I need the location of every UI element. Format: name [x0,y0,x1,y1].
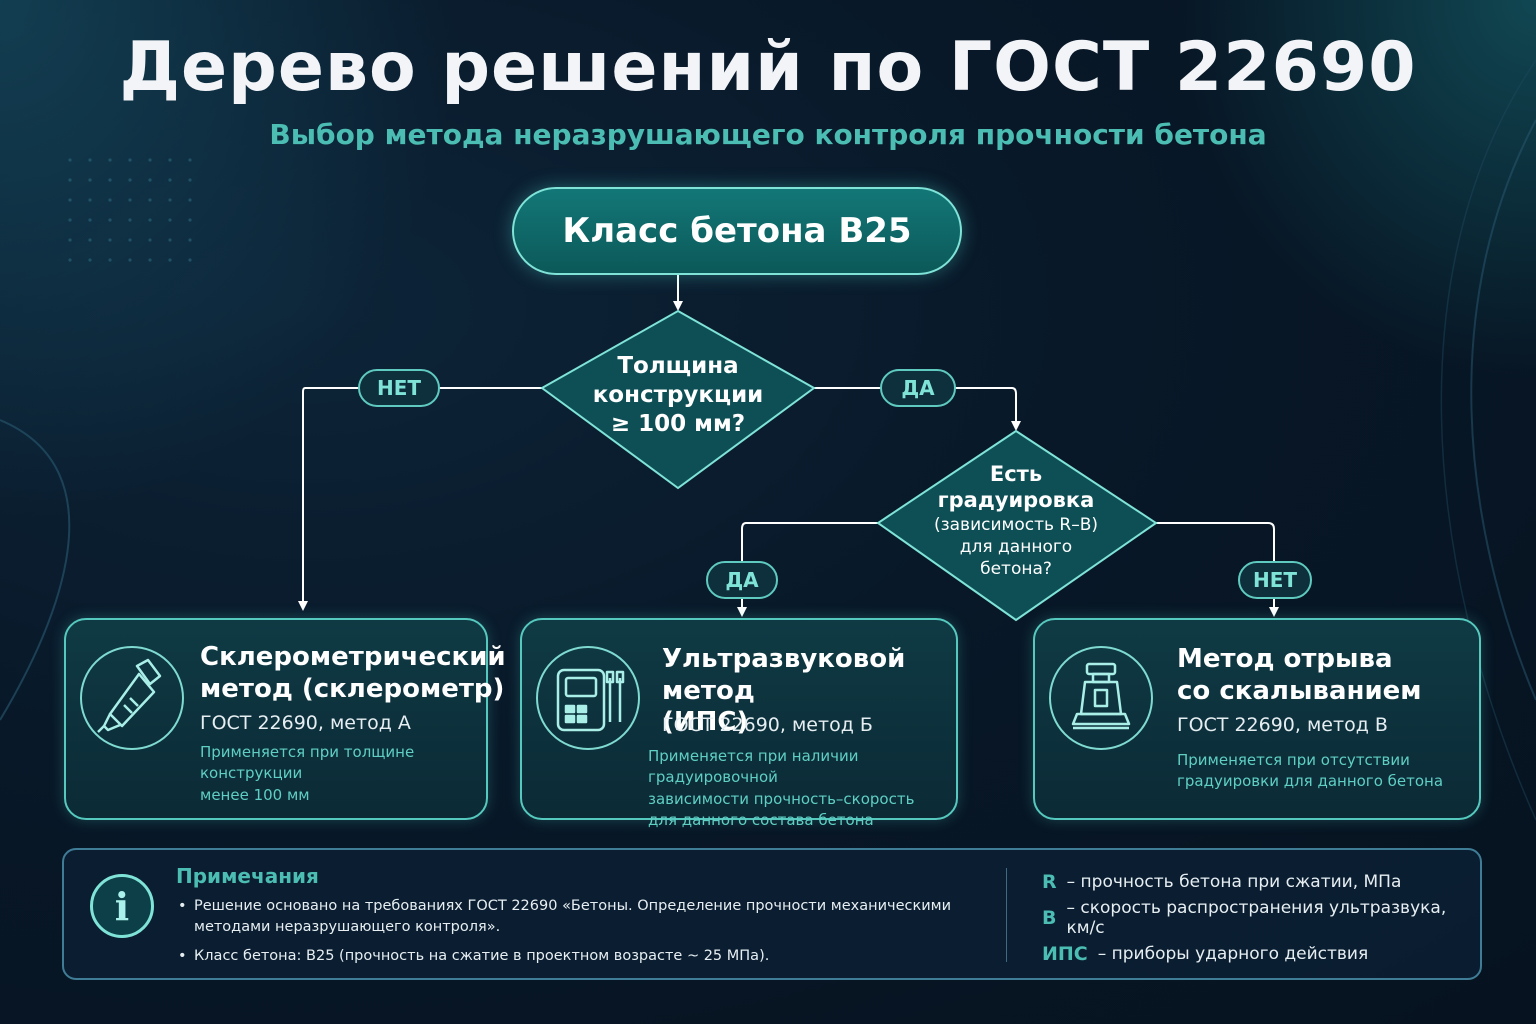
method-description-line: зависимости прочность–скорость [648,789,915,808]
ultrasonic-device-icon [536,646,640,750]
method-description: Применяется при наличии градуировочной з… [648,746,956,831]
legend-row: ИПС – приборы ударного действия [1042,936,1462,972]
notes-divider [1006,868,1007,962]
decision2-small-line: (зависимость R–В) [933,514,1099,535]
method-title-line: Склерометрический [200,642,506,672]
method-card-pull-off: Метод отрыва со скалыванием ГОСТ 22690, … [1033,618,1481,820]
legend-text: – приборы ударного действия [1097,944,1369,964]
connector-decision1-yes [814,387,1021,431]
method-title-line: (ИПС) [662,707,749,738]
decision1-line: конструкции [592,381,764,408]
legend: R – прочность бетона при сжатии, МПа В –… [1042,864,1462,972]
notes-list: Решение основано на требованиях ГОСТ 226… [178,896,978,975]
page-title: Дерево решений по ГОСТ 22690 [119,28,1417,107]
decision2-small-line: для данного [959,536,1073,557]
method-description-line: градуировки для данного бетона [1177,772,1444,791]
decision2-text: Есть градуировка (зависимость R–В) для д… [916,461,1116,580]
connector-decision2-yes [737,522,878,617]
legend-text: – скорость распространения ультразвука, … [1066,898,1447,938]
decision1-text: Толщина конструкции ≥ 100 мм? [578,352,778,438]
notes-heading: Примечания [176,864,319,888]
decision2-no-label: НЕТ [1238,561,1312,599]
legend-row: В – скорость распространения ультразвука… [1042,898,1462,938]
method-title-line: метод (склерометр) [200,673,505,704]
method-title: Метод отрыва со скалыванием [1177,644,1422,707]
method-title-line: со скалыванием [1177,675,1422,706]
decision1-diamond [540,309,816,490]
method-title: Склерометрический метод (склерометр) [200,642,506,705]
sclerometer-icon [80,646,184,750]
decision2-small-line: бетона? [980,558,1052,579]
method-card-sclerometer: Склерометрический метод (склерометр) ГОС… [64,618,506,820]
page-subtitle: Выбор метода неразрушающего контроля про… [269,118,1267,151]
connector-decision2-no [1156,522,1279,617]
note-item: Класс бетона: B25 (прочность на сжатие в… [178,946,978,967]
decision1-line: Толщина [617,353,739,379]
method-title-line: Метод отрыва [1177,644,1393,674]
legend-key: R [1042,871,1057,893]
start-node: Класс бетона B25 [512,187,962,275]
method-gost: ГОСТ 22690, метод А [200,712,411,734]
legend-text: – прочность бетона при сжатии, МПа [1066,872,1402,892]
method-title-line: Ультразвуковой метод [662,644,906,706]
method-description-line: Применяется при толщине конструкции [200,743,415,783]
connector-decision1-no [298,387,542,611]
method-gost: ГОСТ 22690, метод Б [662,714,873,736]
info-icon: i [90,874,154,938]
pull-off-device-icon [1049,646,1153,750]
decision2-diamond [876,429,1158,622]
decision2-line: Есть [989,462,1043,486]
legend-row: R – прочность бетона при сжатии, МПа [1042,864,1462,900]
notes-panel: i Примечания Решение основано на требова… [62,848,1482,980]
note-item: Решение основано на требованиях ГОСТ 226… [178,896,978,938]
method-description-line: Применяется при наличии градуировочной [648,747,859,787]
decision2-line: градуировка [937,488,1095,513]
method-description: Применяется при толщине конструкции мене… [200,742,486,806]
legend-key: В [1042,907,1057,929]
method-description: Применяется при отсутствии градуировки д… [1177,750,1443,793]
method-description-line: для данного состава бетона [648,810,874,829]
method-description-line: Применяется при отсутствии [1177,751,1410,769]
decision1-yes-label: ДА [880,369,956,407]
method-description-line: менее 100 мм [200,785,310,804]
method-gost: ГОСТ 22690, метод В [1177,714,1388,736]
decision2-yes-label: ДА [706,561,778,599]
legend-key: ИПС [1042,943,1088,965]
method-card-ultrasonic: Ультразвуковой метод (ИПС) ГОСТ 22690, м… [520,618,958,829]
decision1-no-label: НЕТ [358,369,440,407]
decision1-line: ≥ 100 мм? [610,410,746,437]
method-title: Ультразвуковой метод (ИПС) [662,644,956,739]
